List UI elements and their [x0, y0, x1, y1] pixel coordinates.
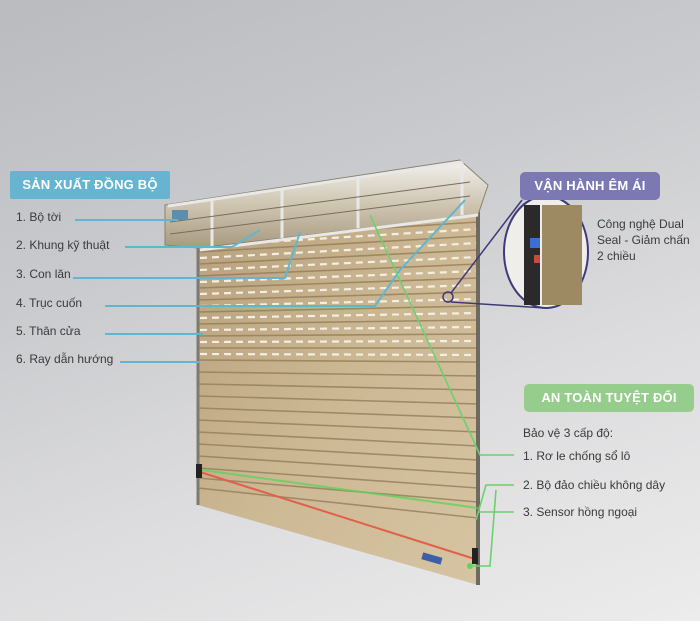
brand-label [421, 552, 443, 565]
magnifier-lines [442, 199, 546, 309]
part-label-guide-rail: 6. Ray dẫn hướng [16, 352, 114, 366]
motor-icon [172, 210, 188, 220]
door-body [196, 205, 480, 585]
safety-item-relay: 1. Rơ le chống sổ lô [523, 449, 631, 463]
part-label-winch: 1. Bộ tời [16, 210, 62, 224]
safety-item-infrared-sensor: 3. Sensor hồng ngoại [523, 505, 638, 519]
sensor-beams [196, 464, 479, 569]
left-leader-lines [73, 199, 466, 363]
seal-zoom-circle [503, 195, 589, 309]
part-label-roller: 3. Con lăn [16, 267, 71, 281]
safety-intro: Bảo vệ 3 cấp độ: [523, 426, 614, 440]
smooth-operation-badge: VẬN HÀNH ÊM ÁI [520, 172, 660, 200]
right-leader-lines [369, 214, 514, 567]
description-line: 2 chiều [597, 249, 636, 263]
part-label-frame: 2. Khung kỹ thuật [16, 238, 110, 252]
manufacturing-badge: SẢN XUẤT ĐỒNG BỘ [10, 171, 170, 199]
top-box-frame [164, 159, 489, 252]
safety-item-wireless-reverser: 2. Bộ đảo chiều không dây [523, 478, 666, 492]
safety-badge: AN TOÀN TUYỆT ĐỐI [524, 384, 694, 412]
dual-seal-description: Công nghệ Dual Seal - Giảm chấn 2 chiều [597, 216, 697, 264]
part-label-shaft: 4. Trục cuốn [16, 296, 83, 310]
part-label-body: 5. Thân cửa [16, 324, 81, 338]
description-line: Seal - Giảm chấn [597, 233, 690, 247]
description-line: Công nghệ Dual [597, 217, 684, 231]
